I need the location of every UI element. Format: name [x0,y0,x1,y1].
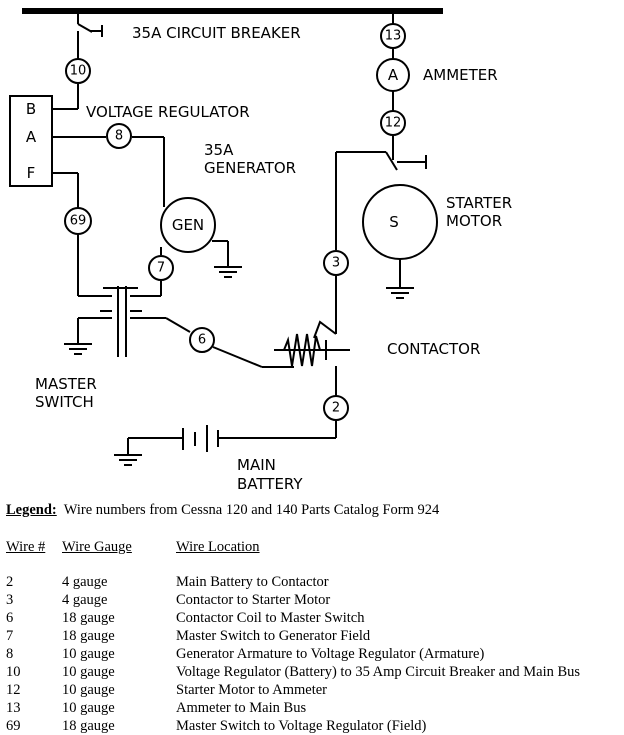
wire-tag-13: 13 [380,23,406,49]
wire-number: 2 [6,574,14,590]
legend: Legend: Wire numbers from Cessna 120 and… [6,500,622,735]
starter-switch [385,151,427,171]
master-switch-label-line1: MASTER [35,375,97,393]
circuit-breaker [77,12,103,59]
generator-label-line1: 35A [204,141,234,159]
wire-location: Main Battery to Contactor [176,574,329,590]
svg-text:13: 13 [385,29,402,44]
wire-location: Voltage Regulator (Battery) to 35 Amp Ci… [176,664,581,680]
wire-location: Master Switch to Voltage Regulator (Fiel… [176,718,427,734]
ground-icon [114,454,142,466]
ground-icon [214,266,242,278]
wire-tag-8: 8 [106,123,132,149]
terminal-b: B [26,100,36,118]
master-switch-label-line2: SWITCH [35,393,94,411]
header-wire-gauge: Wire Gauge [62,539,132,555]
svg-text:12: 12 [385,116,402,131]
wire-number: 3 [6,592,14,608]
svg-text:2: 2 [332,401,340,416]
generator-label-line2: GENERATOR [204,159,296,177]
circuit-breaker-label: 35A CIRCUIT BREAKER [132,24,301,42]
wire-number: 13 [6,700,21,716]
generator: GEN [160,197,216,253]
main-battery [128,425,228,452]
terminal-a: A [26,128,37,146]
voltage-regulator-label: VOLTAGE REGULATOR [86,103,250,121]
svg-text:7: 7 [157,261,165,276]
wiring-diagram: 35A CIRCUIT BREAKER 10 B A F VOLTAGE REG… [9,8,512,493]
starter-label-line2: MOTOR [446,212,502,230]
battery-label-line2: BATTERY [237,475,303,493]
contactor-label: CONTACTOR [387,340,480,358]
table-row: 8 10 gauge Generator Armature to Voltage R… [6,645,622,663]
svg-text:10: 10 [70,64,87,79]
wire-gauge: 4 gauge [62,592,108,608]
wire-gauge: 10 gauge [62,646,115,662]
voltage-regulator [9,95,53,187]
starter-label-line1: STARTER [446,194,512,212]
terminal-f: F [27,164,36,182]
svg-text:S: S [389,213,399,231]
wire-number: 12 [6,682,21,698]
table-row: 6 18 gauge Contactor Coil to Master Switch [6,609,622,627]
wire-number: 7 [6,628,14,644]
svg-text:8: 8 [115,129,123,144]
legend-title-bold: Legend: [6,502,57,518]
wire-tag-69: 69 [64,207,92,235]
legend-title-text: Wire numbers from Cessna 120 and 140 Par… [56,502,440,518]
ammeter: A [376,58,410,92]
wire-location: Starter Motor to Ammeter [176,682,328,698]
wire-number: 10 [6,664,21,680]
wire-gauge: 10 gauge [62,664,115,680]
wire-location: Master Switch to Generator Field [176,628,371,644]
wire-gauge: 18 gauge [62,610,115,626]
table-row: 3 4 gauge Contactor to Starter Motor [6,591,622,609]
wire-tag-10: 10 [65,58,91,84]
wire-tag-12: 12 [380,110,406,136]
table-row: 10 10 gauge Voltage Regulator (Battery) to… [6,663,622,681]
wire-gauge: 18 gauge [62,718,115,734]
wire-location: Ammeter to Main Bus [176,700,307,716]
legend-header-row: Wire # Wire Gauge Wire Location [6,537,622,557]
wire-location: Contactor Coil to Master Switch [176,610,365,626]
ground-icon [386,287,414,299]
table-row: 7 18 gauge Master Switch to Generator Fiel… [6,627,622,645]
starter-motor: S [362,184,438,260]
legend-rows: 2 4 gauge Main Battery to Contactor 3 4 gau… [6,573,622,735]
wire-location: Contactor to Starter Motor [176,592,331,608]
wire-gauge: 18 gauge [62,628,115,644]
svg-text:69: 69 [70,214,87,229]
table-row: 12 10 gauge Starter Motor to Ammeter [6,681,622,699]
contactor [274,320,350,368]
svg-text:GEN: GEN [172,216,204,234]
wire-tag-2: 2 [323,395,349,421]
wire-number: 8 [6,646,14,662]
wire-gauge: 4 gauge [62,574,108,590]
master-switch [100,286,166,357]
table-row: 2 4 gauge Main Battery to Contactor [6,573,622,591]
wire-gauge: 10 gauge [62,682,115,698]
wire-tag-3: 3 [323,250,349,276]
table-row: 69 18 gauge Master Switch to Voltage Regul… [6,717,622,735]
wire-number: 6 [6,610,14,626]
battery-label-line1: MAIN [237,456,276,474]
wire-number: 69 [6,718,21,734]
legend-title: Legend: Wire numbers from Cessna 120 and… [6,500,622,520]
wire-location: Generator Armature to Voltage Regulator … [176,646,485,662]
table-row: 13 10 gauge Ammeter to Main Bus [6,699,622,717]
svg-text:3: 3 [332,256,340,271]
svg-text:6: 6 [198,333,206,348]
ammeter-label: AMMETER [423,66,498,84]
header-wire-number: Wire # [6,539,46,555]
header-wire-location: Wire Location [176,539,260,555]
wire-gauge: 10 gauge [62,700,115,716]
wire-tag-6: 6 [189,327,215,353]
svg-text:A: A [388,66,399,84]
ground-icon [64,343,92,355]
wire-tag-7: 7 [148,255,174,281]
